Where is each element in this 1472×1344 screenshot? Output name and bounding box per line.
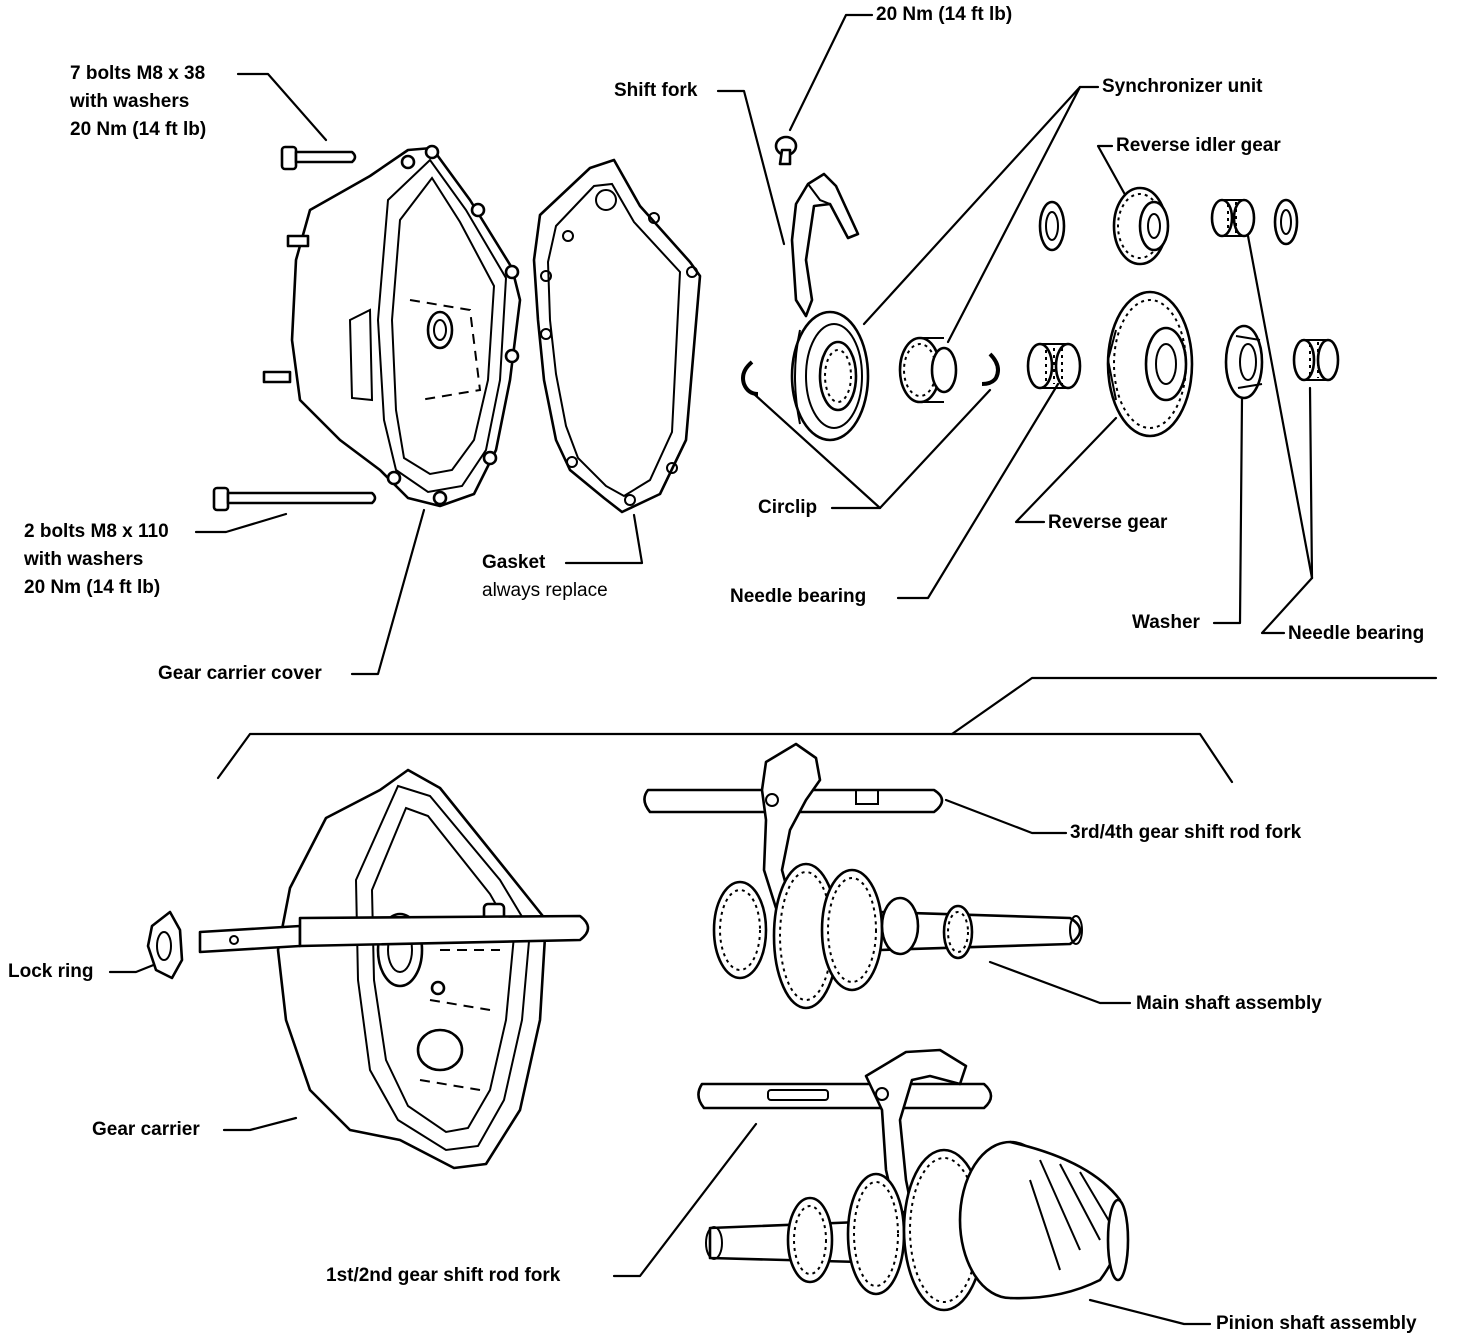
screw-20nm [774,135,798,166]
thrust-washer-top [1038,200,1066,252]
shift-rod-fork-3rd-4th [643,742,944,910]
label-torque-top: 20 Nm (14 ft lb) [876,4,1013,25]
label-shift-rod-fork-12: 1st/2nd gear shift rod fork [326,1265,561,1286]
label-bolts-2-line3: 20 Nm (14 ft lb) [24,577,161,598]
needle-bearing-top [1210,198,1256,238]
label-gear-carrier-cover: Gear carrier cover [158,663,322,684]
synchronizer-unit [790,310,870,442]
label-synchronizer-unit: Synchronizer unit [1102,76,1263,97]
label-shift-rod-fork-34: 3rd/4th gear shift rod fork [1070,822,1302,843]
label-bolts-2-line2: with washers [24,549,144,570]
gear-carrier-cover [262,144,522,508]
label-bolts-7-line1: 7 bolts M8 x 38 [70,63,206,84]
shift-fork [790,172,860,318]
label-shift-fork: Shift fork [614,80,698,101]
label-lock-ring: Lock ring [8,961,94,982]
label-needle-bearing-1: Needle bearing [730,586,867,607]
leader-lines [108,13,1438,1326]
label-main-shaft-assembly: Main shaft assembly [1136,993,1322,1014]
label-washer: Washer [1132,612,1200,633]
label-gasket: Gasket [482,552,546,573]
label-gasket-note: always replace [482,580,608,601]
washer [1224,324,1264,400]
label-needle-bearing-2: Needle bearing [1288,623,1425,644]
circlip-right [981,352,1000,386]
label-bolts-7-line3: 20 Nm (14 ft lb) [70,119,207,140]
pinion-shaft-assembly [705,1140,1130,1312]
gear-carrier [198,768,590,1170]
bolt-m8x38 [280,145,357,171]
reverse-gear [1106,290,1194,438]
thrust-washer-top-right [1273,198,1299,246]
label-reverse-idler-gear: Reverse idler gear [1116,135,1281,156]
label-bolts-2-line1: 2 bolts M8 x 110 [24,521,169,542]
synchronizer-ring-gear [898,336,958,404]
label-bolts-7-line2: with washers [70,91,190,112]
main-shaft-assembly [712,862,1083,1010]
reverse-idler-gear [1112,186,1170,266]
label-pinion-shaft-assembly: Pinion shaft assembly [1216,1313,1417,1334]
shift-rod-fork-1st-2nd [697,1048,993,1216]
needle-bearing-2 [1292,338,1340,382]
gasket [532,158,702,514]
circlip-left [741,360,759,396]
label-circlip: Circlip [758,497,818,518]
needle-bearing-1 [1026,342,1082,390]
label-reverse-gear: Reverse gear [1048,512,1168,533]
lock-ring [146,910,184,980]
label-gear-carrier: Gear carrier [92,1119,200,1140]
bolt-m8x110 [212,486,377,512]
